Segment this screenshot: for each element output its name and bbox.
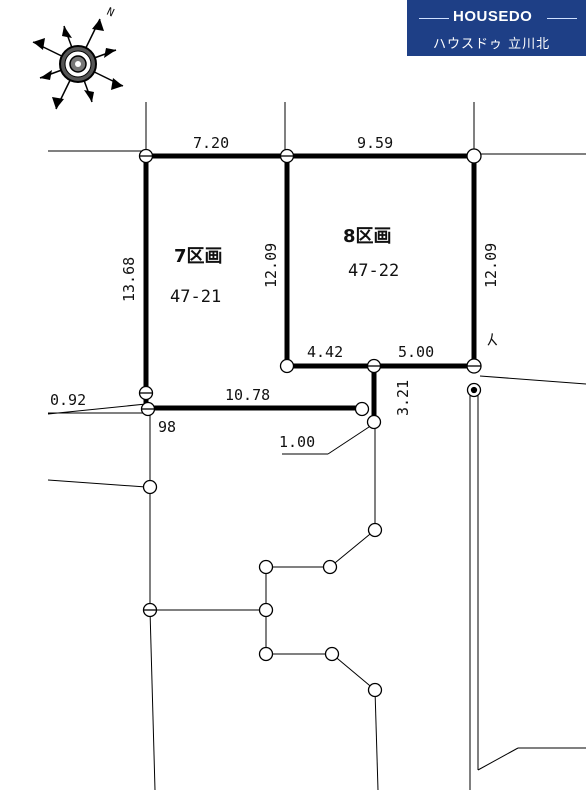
survey-point: [142, 479, 158, 495]
lot-7-number: 47-21: [170, 287, 221, 307]
dim-right: 12.09: [482, 243, 500, 288]
survey-point: [258, 559, 274, 575]
dim-bottom-right: 5.00: [398, 343, 434, 361]
survey-point: [324, 646, 340, 662]
survey-point: [142, 602, 158, 618]
survey-point: [367, 682, 383, 698]
survey-point: [466, 148, 482, 164]
dim-left: 13.68: [120, 257, 138, 302]
compass-north-label: N: [105, 5, 116, 20]
survey-point: [258, 646, 274, 662]
survey-points: [138, 148, 482, 698]
survey-point: [466, 358, 482, 374]
survey-point: [140, 401, 156, 417]
lot-8-number: 47-22: [348, 261, 399, 281]
dim-top-left: 7.20: [193, 134, 229, 152]
survey-point: [279, 148, 295, 164]
housedo-banner: HOUSEDO ハウスドゥ 立川北: [407, 0, 586, 56]
survey-point: [258, 602, 274, 618]
dim-bottom-mid: 4.42: [307, 343, 343, 361]
survey-point: [367, 522, 383, 538]
survey-point: [279, 358, 295, 374]
logo-line-left: [419, 18, 449, 19]
dim-notch: 3.21: [394, 380, 412, 416]
dim-top-right: 9.59: [357, 134, 393, 152]
lot-7-name: 7区画: [174, 246, 223, 267]
boundary-lines: [47, 102, 586, 791]
survey-point: [138, 148, 154, 164]
survey-point: [466, 382, 482, 398]
lot-boundaries: [143, 153, 477, 416]
compass-icon: N: [32, 5, 124, 110]
survey-point: [354, 401, 370, 417]
dim-left-small: 0.92: [50, 391, 86, 409]
dim-lower-callout: 1.00: [279, 433, 315, 451]
point-98-label: 98: [158, 418, 176, 436]
brand-name: HOUSEDO: [453, 8, 533, 25]
store-name: ハウスドゥ 立川北: [433, 37, 551, 52]
dim-middle: 12.09: [262, 243, 280, 288]
survey-point: [138, 385, 154, 401]
survey-point: [322, 559, 338, 575]
lot-8-name: 8区画: [343, 226, 392, 247]
dim-bottom-left: 10.78: [225, 386, 270, 404]
survey-point: [366, 358, 382, 374]
logo-line-right: [547, 18, 577, 19]
survey-point: [366, 414, 382, 430]
point-i-label: イ: [481, 330, 504, 353]
